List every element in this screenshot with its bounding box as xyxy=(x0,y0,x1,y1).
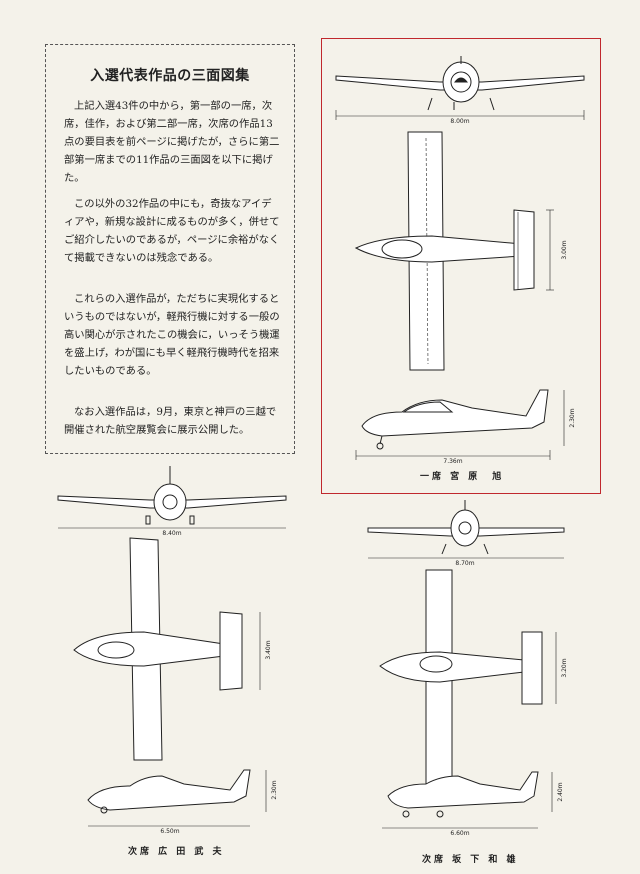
span-dim-3: 8.70m xyxy=(455,560,474,567)
top-view-1 xyxy=(356,132,554,370)
caption-2: 次席 広 田 武 夫 xyxy=(128,847,225,857)
three-view-drawing-2: 8.40m 3.40m 6.50m 2.30m xyxy=(54,460,304,835)
tail-span-dim-1: 3.00m xyxy=(561,240,568,259)
length-dim-2: 6.50m xyxy=(160,828,179,835)
caption-3: 次席 坂 下 和 雄 xyxy=(422,855,519,865)
top-view-2 xyxy=(74,538,260,760)
side-view-2 xyxy=(88,770,266,826)
front-view-2 xyxy=(58,466,286,528)
front-view-3 xyxy=(368,500,564,558)
paragraph-2: この以外の32作品の中にも，奇抜なアイディアや，新規な設計に成るものが多く，併せ… xyxy=(64,198,280,264)
length-dim-1: 7.36m xyxy=(443,458,462,465)
front-view-1 xyxy=(336,56,584,120)
paragraph-1: 上記入選43件の中から，第一部の一席，次席，佳作，および第二部一席，次席の作品1… xyxy=(64,100,280,184)
paragraph-4: なお入選作品は，9月，東京と神戸の三越で開催された航空展覧会に展示公開した。 xyxy=(64,406,277,436)
height-dim-2: 2.30m xyxy=(271,780,278,799)
tail-span-dim-2: 3.40m xyxy=(265,640,272,659)
intro-text-box: 入選代表作品の三面図集 上記入選43件の中から，第一部の一席，次席，佳作，および… xyxy=(45,44,295,454)
top-view-3 xyxy=(380,570,556,786)
height-dim-3: 2.40m xyxy=(557,782,564,801)
section-title: 入選代表作品の三面図集 xyxy=(90,68,250,84)
height-dim-1: 2.30m xyxy=(569,408,576,427)
span-dim-2: 8.40m xyxy=(162,530,181,537)
span-dim-1: 8.00m xyxy=(450,118,469,125)
three-view-drawing-3: 8.70m 3.20m 6.60m 2.40m xyxy=(360,496,568,837)
tail-span-dim-3: 3.20m xyxy=(561,658,568,677)
length-dim-3: 6.60m xyxy=(450,830,469,837)
paragraph-3: これらの入選作品が，ただちに実現化するというものではないが，軽飛行機に対する一般… xyxy=(64,293,280,377)
caption-1: 一席 宮 原 旭 xyxy=(420,472,505,482)
three-view-drawing-1: 8.00m 3.00m 7.36m 2.30m xyxy=(322,40,600,465)
side-view-1 xyxy=(356,390,564,460)
selection-highlight-frame xyxy=(321,38,601,494)
side-view-3 xyxy=(382,772,552,828)
